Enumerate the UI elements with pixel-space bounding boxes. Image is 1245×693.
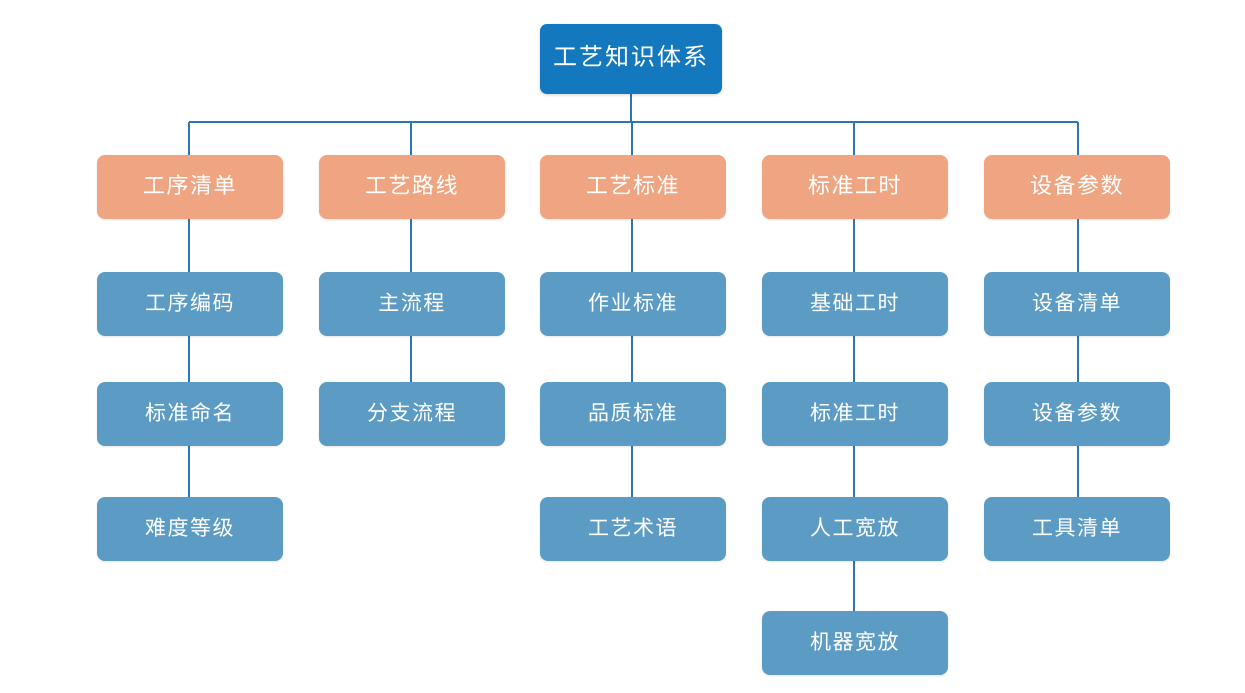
node-label: 设备参数 xyxy=(1032,401,1122,425)
node-col5-row3[interactable]: 设备参数 xyxy=(984,382,1170,446)
node-label: 工艺标准 xyxy=(585,173,680,198)
root-node[interactable]: 工艺知识体系 xyxy=(540,24,722,94)
node-label: 基础工时 xyxy=(810,291,900,315)
node-label: 工艺术语 xyxy=(588,516,678,540)
node-col5-row1[interactable]: 设备参数 xyxy=(984,155,1170,219)
node-col4-row2[interactable]: 基础工时 xyxy=(762,272,948,336)
node-label: 人工宽放 xyxy=(810,516,900,540)
node-col1-row2[interactable]: 工序编码 xyxy=(97,272,283,336)
node-label: 工具清单 xyxy=(1032,516,1122,540)
node-col1-row3[interactable]: 标准命名 xyxy=(97,382,283,446)
node-col2-row1[interactable]: 工艺路线 xyxy=(319,155,505,219)
node-col3-row4[interactable]: 工艺术语 xyxy=(540,497,726,561)
node-label: 分支流程 xyxy=(367,401,457,425)
node-label: 难度等级 xyxy=(145,516,235,540)
node-col1-row1[interactable]: 工序清单 xyxy=(97,155,283,219)
node-label: 标准工时 xyxy=(810,401,900,425)
node-col2-row2[interactable]: 主流程 xyxy=(319,272,505,336)
node-col3-row1[interactable]: 工艺标准 xyxy=(540,155,726,219)
node-label: 工艺知识体系 xyxy=(553,44,709,71)
node-col4-row1[interactable]: 标准工时 xyxy=(762,155,948,219)
node-label: 设备参数 xyxy=(1029,173,1124,198)
node-label: 机器宽放 xyxy=(810,630,900,654)
node-col3-row3[interactable]: 品质标准 xyxy=(540,382,726,446)
node-label: 工艺路线 xyxy=(364,173,459,198)
node-label: 标准命名 xyxy=(145,401,235,425)
node-col5-row2[interactable]: 设备清单 xyxy=(984,272,1170,336)
node-label: 主流程 xyxy=(378,291,446,315)
node-col5-row4[interactable]: 工具清单 xyxy=(984,497,1170,561)
node-col3-row2[interactable]: 作业标准 xyxy=(540,272,726,336)
node-col1-row4[interactable]: 难度等级 xyxy=(97,497,283,561)
node-label: 作业标准 xyxy=(588,291,678,315)
node-label: 工序清单 xyxy=(142,173,237,198)
node-col2-row3[interactable]: 分支流程 xyxy=(319,382,505,446)
node-label: 标准工时 xyxy=(807,173,902,198)
node-col4-row5[interactable]: 机器宽放 xyxy=(762,611,948,675)
node-col4-row4[interactable]: 人工宽放 xyxy=(762,497,948,561)
node-label: 工序编码 xyxy=(145,291,235,315)
node-label: 设备清单 xyxy=(1032,291,1122,315)
node-col4-row3[interactable]: 标准工时 xyxy=(762,382,948,446)
node-label: 品质标准 xyxy=(588,401,678,425)
